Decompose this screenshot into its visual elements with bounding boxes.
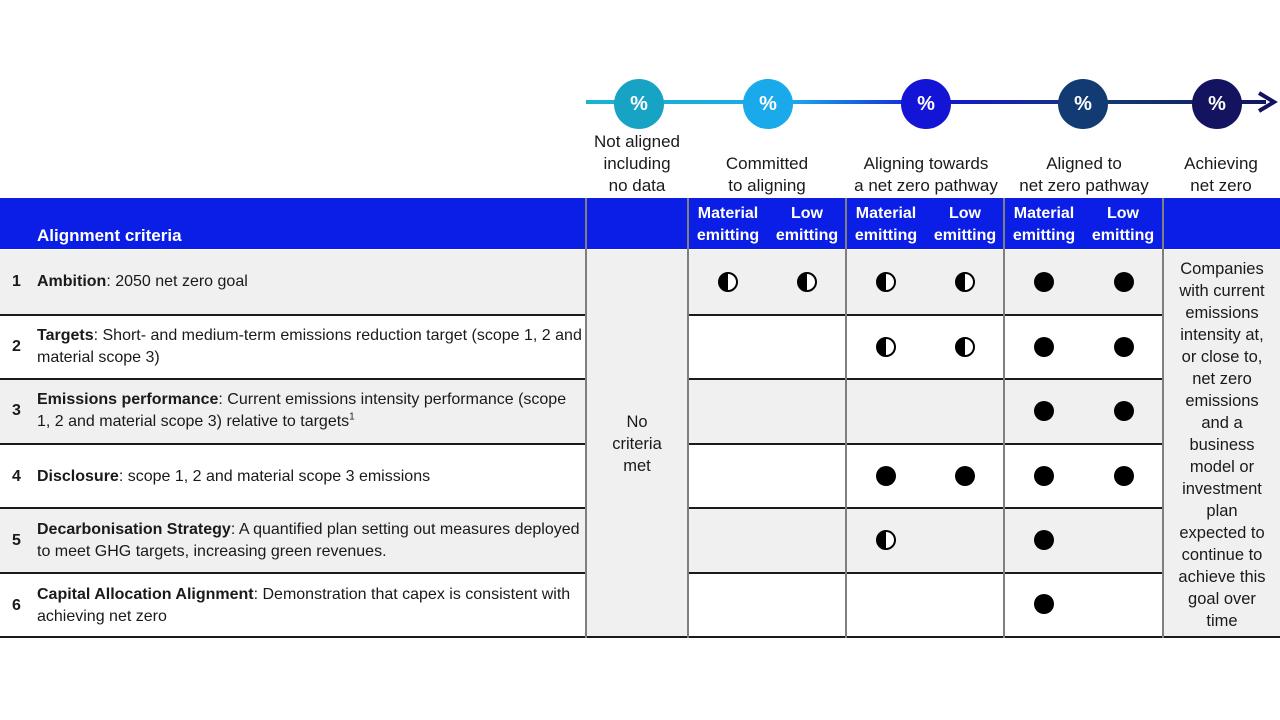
row-shade	[0, 508, 586, 572]
row-number: 1	[12, 273, 21, 290]
row-description: : 2050 net zero goal	[106, 273, 248, 290]
column-divider	[1162, 198, 1164, 638]
row-number: 6	[12, 597, 21, 614]
table-header-band	[0, 198, 1280, 249]
row-text: Capital Allocation Alignment: Demonstrat…	[37, 584, 582, 628]
row-text: Ambition: 2050 net zero goal	[37, 271, 582, 293]
column-divider	[1003, 198, 1005, 638]
sub-header-low-emitting: Low emitting	[1091, 205, 1155, 244]
column-divider	[585, 198, 587, 638]
stage-achieving-circle: %	[1192, 79, 1242, 129]
percent-icon: %	[1208, 92, 1226, 115]
row-divider	[688, 443, 1164, 445]
stage-label-achieving: Achieving net zero	[1184, 154, 1258, 195]
half-circle-icon	[876, 530, 896, 550]
sub-header-low-emitting: Low emitting	[775, 205, 839, 244]
row-divider	[0, 636, 586, 638]
full-circle-icon	[1034, 401, 1054, 421]
row-divider	[688, 314, 1164, 316]
full-circle-icon	[1034, 466, 1054, 486]
stage-aligned-circle: %	[1058, 79, 1108, 129]
percent-icon: %	[759, 92, 777, 115]
row-text: Decarbonisation Strategy: A quantified p…	[37, 519, 582, 563]
row-text: Targets: Short- and medium-term emission…	[37, 325, 582, 369]
not-aligned-cell	[587, 250, 687, 637]
stage-label-aligning: Aligning towards a net zero pathway	[854, 154, 998, 195]
row-shade	[0, 379, 586, 443]
full-circle-icon	[1114, 272, 1134, 292]
alignment-criteria-heading: Alignment criteria	[37, 226, 182, 245]
not-aligned-criteria-text: No criteria met	[612, 413, 662, 475]
row-shade	[688, 379, 1164, 443]
percent-icon: %	[917, 92, 935, 115]
half-circle-icon	[876, 272, 896, 292]
row-shade	[688, 508, 1164, 572]
row-title: Ambition	[37, 273, 107, 290]
row-divider	[1164, 636, 1280, 638]
row-number: 3	[12, 402, 21, 419]
row-number: 4	[12, 468, 21, 485]
stage-aligning-circle: %	[901, 79, 951, 129]
full-circle-icon	[1114, 401, 1134, 421]
row-description: : Current emissions intensity performanc…	[37, 391, 567, 430]
half-circle-icon	[955, 337, 975, 357]
row-text: Emissions performance: Current emissions…	[37, 389, 582, 433]
stage-label-aligned: Aligned to net zero pathway	[1019, 154, 1149, 195]
row-title: Decarbonisation Strategy	[37, 521, 231, 538]
row-divider	[0, 443, 586, 445]
row-title: Disclosure	[37, 468, 119, 485]
full-circle-icon	[1034, 530, 1054, 550]
row-divider	[0, 572, 586, 574]
achieving-cell	[1164, 250, 1280, 637]
row-number: 2	[12, 338, 21, 355]
footnote-marker: 1	[349, 411, 355, 423]
row-description: : Short- and medium-term emissions reduc…	[37, 327, 582, 366]
sub-header-material-emitting: Material emitting	[696, 205, 760, 244]
row-divider	[688, 636, 1164, 638]
row-divider	[688, 507, 1164, 509]
half-circle-icon	[718, 272, 738, 292]
full-circle-icon	[1034, 337, 1054, 357]
row-text: Disclosure: scope 1, 2 and material scop…	[37, 466, 582, 488]
sub-header-low-emitting: Low emitting	[933, 205, 997, 244]
row-divider	[0, 378, 586, 380]
row-divider	[688, 378, 1164, 380]
achieving-net-zero-description: Companies with current emissions intensi…	[1178, 260, 1266, 630]
row-description: : scope 1, 2 and material scope 3 emissi…	[118, 468, 431, 485]
half-circle-icon	[797, 272, 817, 292]
column-divider	[687, 198, 689, 638]
stage-not-aligned-circle: %	[614, 79, 664, 129]
full-circle-icon	[1034, 272, 1054, 292]
row-title: Emissions performance	[37, 391, 219, 408]
full-circle-icon	[1114, 337, 1134, 357]
row-description: : A quantified plan setting out measures…	[37, 521, 580, 560]
row-shade	[0, 250, 586, 314]
row-divider	[688, 572, 1164, 574]
stage-label-not-aligned: Not aligned including no data	[593, 132, 680, 195]
full-circle-icon	[955, 466, 975, 486]
full-circle-icon	[876, 466, 896, 486]
percent-icon: %	[630, 92, 648, 115]
row-divider	[0, 314, 586, 316]
stage-label-committed: Committed to aligning	[725, 154, 809, 195]
sub-header-material-emitting: Material emitting	[854, 205, 918, 244]
row-title: Targets	[37, 327, 94, 344]
row-divider	[0, 507, 586, 509]
full-circle-icon	[1114, 466, 1134, 486]
stage-committed-circle: %	[743, 79, 793, 129]
half-circle-icon	[876, 337, 896, 357]
percent-icon: %	[1074, 92, 1092, 115]
row-description: : Demonstration that capex is consistent…	[37, 586, 571, 625]
full-circle-icon	[1034, 594, 1054, 614]
row-shade	[688, 250, 1164, 314]
sub-header-material-emitting: Material emitting	[1012, 205, 1076, 244]
row-number: 5	[12, 532, 21, 549]
half-circle-icon	[955, 272, 975, 292]
column-divider	[845, 198, 847, 638]
row-title: Capital Allocation Alignment	[37, 586, 254, 603]
row-divider	[587, 636, 687, 638]
